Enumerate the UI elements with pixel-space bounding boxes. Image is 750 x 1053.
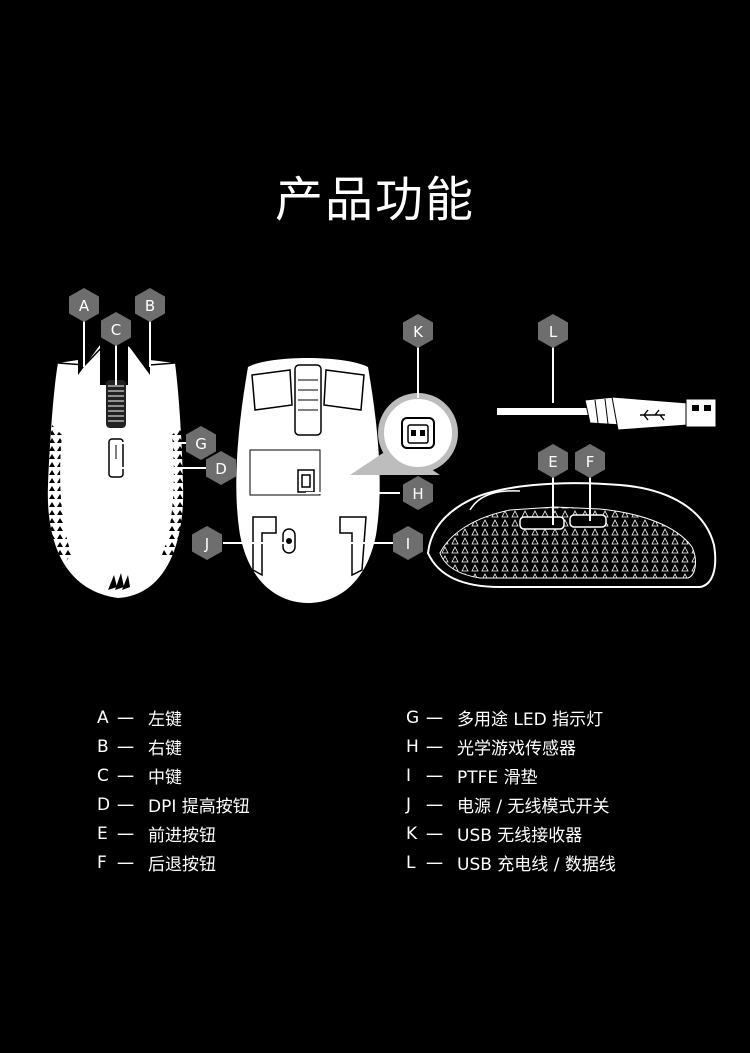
legend-label: USB 充电线 / 数据线	[457, 855, 616, 875]
mouse-bottom-view	[236, 358, 380, 603]
svg-text:D: D	[215, 460, 227, 478]
legend-label: 右键	[148, 739, 182, 759]
svg-text:J: J	[204, 535, 209, 553]
mouse-side-view	[426, 482, 717, 588]
badge-i: I	[393, 526, 423, 560]
callout-lines	[83, 320, 591, 544]
back-button	[569, 514, 607, 528]
svg-text:K: K	[413, 323, 424, 341]
hexagon-icon	[575, 444, 605, 478]
badge-d: D	[206, 451, 236, 485]
legend-label: 后退按钮	[148, 855, 216, 875]
svg-text:F: F	[586, 453, 595, 471]
svg-text:G: G	[195, 435, 207, 453]
badge-j: J	[192, 526, 222, 560]
svg-text:C: C	[111, 321, 121, 339]
hexagon-icon	[538, 444, 568, 478]
badge-e: E	[538, 444, 568, 478]
svg-text:L: L	[549, 323, 558, 341]
mouse-top-view	[47, 342, 185, 598]
hexagon-icon	[135, 288, 165, 322]
badge-f: F	[575, 444, 605, 478]
hexagon-icon	[192, 526, 222, 560]
badge-b: B	[135, 288, 165, 322]
power-switch	[282, 528, 296, 554]
legend-label: 多用途 LED 指示灯	[457, 710, 604, 730]
corsair-logo	[108, 573, 130, 590]
svg-text:A: A	[79, 297, 90, 315]
page-title: 产品功能	[274, 172, 475, 229]
legend-label: 中键	[148, 768, 182, 788]
usb-receiver-callout	[350, 393, 458, 475]
badge-k: K	[403, 314, 433, 348]
hexagon-icon	[206, 451, 236, 485]
hexagon-icon	[393, 526, 423, 560]
svg-text:B: B	[145, 297, 155, 315]
legend-label: 光学游戏传感器	[457, 739, 576, 759]
badge-h: H	[403, 476, 433, 510]
badge-l: L	[538, 314, 568, 348]
usb-cable	[497, 396, 717, 431]
hexagon-icon	[403, 476, 433, 510]
legend-label: 左键	[148, 710, 182, 730]
forward-button	[519, 516, 565, 530]
hexagon-icon	[101, 312, 131, 346]
legend-label: PTFE 滑垫	[457, 768, 538, 788]
product-diagram: A B C D E F G H I J K L	[47, 288, 717, 603]
hexagon-icon	[186, 426, 216, 460]
legend-label: DPI 提高按钮	[148, 797, 250, 817]
hexagon-icon	[538, 314, 568, 348]
svg-text:H: H	[412, 485, 423, 503]
badge-c: C	[101, 312, 131, 346]
hexagon-icon	[69, 288, 99, 322]
svg-text:E: E	[548, 453, 557, 471]
legend-label: 前进按钮	[148, 826, 216, 846]
badge-g: G	[186, 426, 216, 460]
usb-receiver	[401, 417, 435, 449]
legend-label: 电源 / 无线模式开关	[457, 797, 610, 817]
badge-a: A	[69, 288, 99, 322]
legend-label: USB 无线接收器	[457, 826, 583, 846]
hexagon-icon	[403, 314, 433, 348]
svg-text:I: I	[406, 535, 410, 553]
